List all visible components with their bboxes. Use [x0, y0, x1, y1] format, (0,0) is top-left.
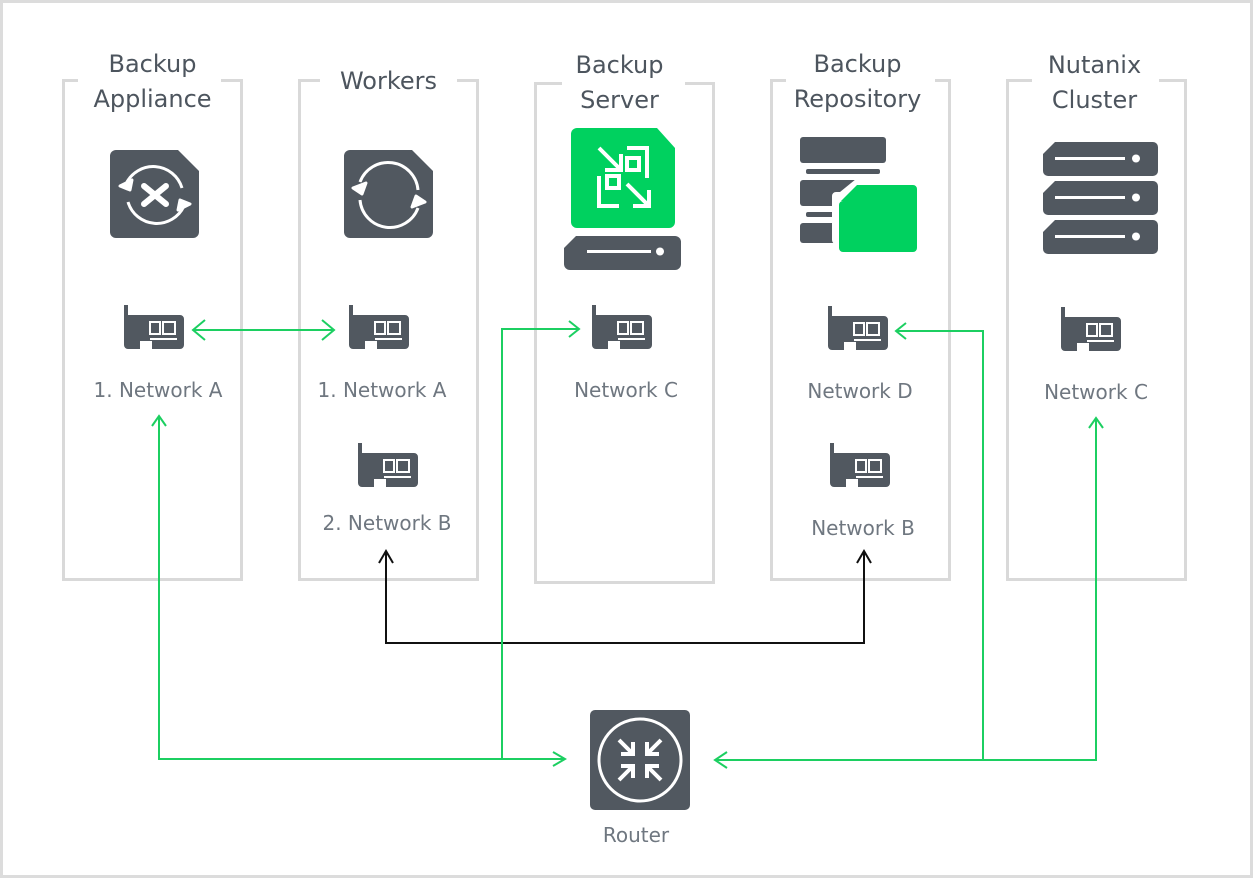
- connector-workers-repository-network-b: [378, 549, 872, 644]
- router-label: Router: [602, 823, 670, 847]
- nic-icon-nutanix: [1060, 306, 1122, 352]
- backup-server-icon: [564, 128, 681, 270]
- column-title-nutanix-cluster: Nutanix Cluster: [1047, 51, 1142, 114]
- nic-icon-repository-d: [827, 305, 889, 351]
- nic-icon-repository-b: [829, 442, 891, 488]
- connector-appliance-router: [151, 414, 567, 767]
- connector-router-nutanix: [983, 416, 1104, 761]
- nic-icon-workers-b: [357, 442, 419, 488]
- router-icon: [590, 710, 690, 810]
- connector-router-server: [501, 320, 581, 759]
- worker-sync-icon: [344, 150, 433, 238]
- nic-icon-server: [591, 304, 653, 350]
- nic-label-repository-network-b: Network B: [811, 516, 915, 540]
- column-title-backup-repository: Backup Repository: [793, 50, 922, 113]
- nic-icon-workers-a: [348, 304, 410, 350]
- nic-label-workers-network-b: 2. Network B: [322, 511, 452, 535]
- column-title-backup-appliance: Backup Appliance: [93, 50, 212, 113]
- connector-appliance-workers: [191, 319, 336, 341]
- nic-label-nutanix-network-c: Network C: [1044, 380, 1148, 404]
- backup-repository-icon: [800, 137, 918, 252]
- nic-label-workers-network-a: 1. Network A: [317, 378, 447, 402]
- backup-appliance-icon: [110, 150, 199, 238]
- nic-label-server-network-c: Network C: [574, 378, 678, 402]
- nic-label-appliance-network-a: 1. Network A: [93, 378, 223, 402]
- connector-router-repository: [713, 322, 984, 769]
- column-title-workers: Workers: [339, 67, 438, 95]
- server-stack-icon: [1043, 142, 1158, 254]
- column-title-backup-server: Backup Server: [575, 51, 664, 114]
- nic-icon-appliance: [123, 304, 185, 350]
- nic-label-repository-network-d: Network D: [807, 379, 913, 403]
- column-backup-server: [534, 82, 715, 584]
